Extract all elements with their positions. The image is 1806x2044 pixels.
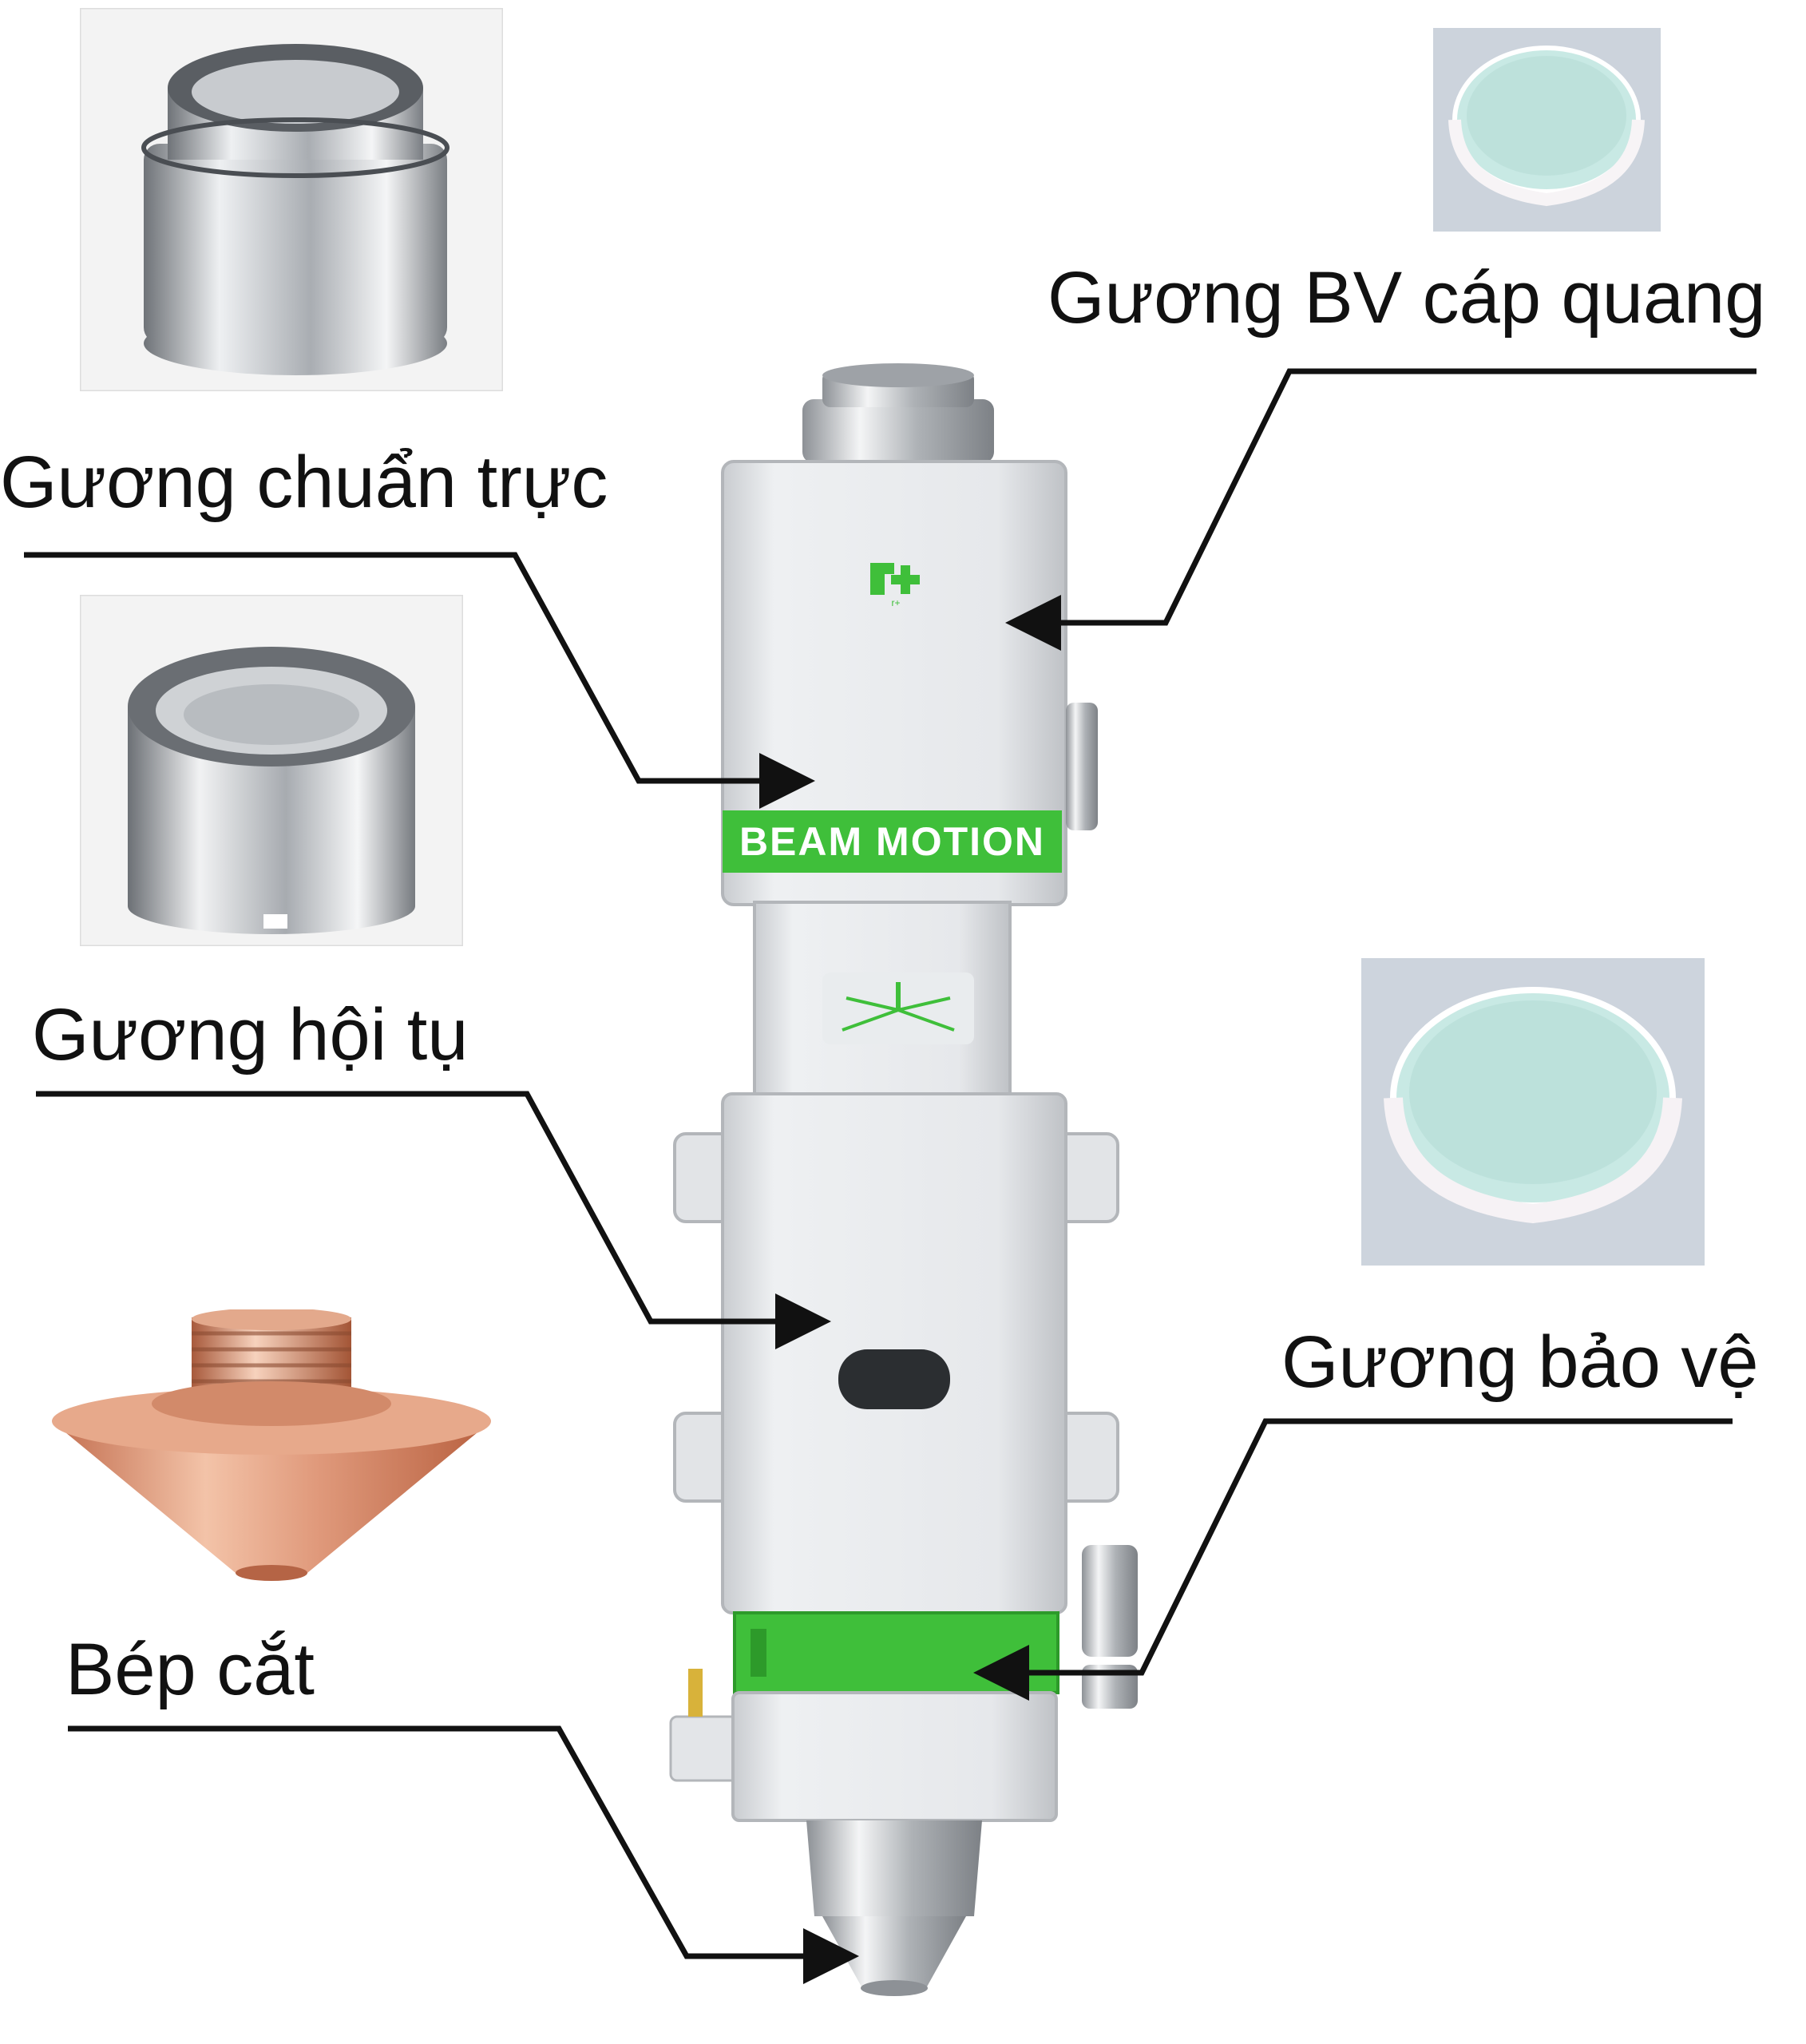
fiber-connector [802, 363, 994, 463]
collimator-lens-holder-photo [80, 595, 463, 946]
neck-section [753, 901, 1012, 1095]
mounting-ears [673, 1132, 1119, 1503]
leader-protect [973, 1418, 1733, 1701]
label-collimator-lens: Gương chuẩn trực [0, 442, 608, 523]
leader-nozzle [68, 1725, 859, 1984]
focus-housing [721, 1092, 1067, 1614]
brand-logo-mark: r+ [891, 597, 901, 608]
leader-fiber-protect [1005, 368, 1756, 651]
nozzle-photo [52, 1309, 491, 1581]
brand-logo-icon [870, 563, 920, 595]
protective-lens-photo [1361, 958, 1705, 1266]
nozzle-tip [806, 1820, 982, 1996]
label-fiber-protective-lens: Gương BV cáp quang [1048, 257, 1766, 339]
brand-band-text: BEAM MOTION [739, 819, 1046, 864]
nozzle-housing [731, 1691, 1058, 1822]
laser-beam-icon [822, 972, 974, 1044]
fiber-protective-lens-photo [1433, 28, 1661, 232]
viewing-window [838, 1349, 950, 1409]
leader-focus [36, 1091, 831, 1349]
label-protective-lens: Gương bảo vệ [1281, 1321, 1759, 1403]
label-nozzle: Bép cắt [65, 1629, 315, 1710]
collimator-lens-holder-photo-top [80, 8, 503, 391]
label-focus-lens: Gương hội tụ [32, 994, 469, 1075]
protective-drawer [733, 1611, 1059, 1694]
